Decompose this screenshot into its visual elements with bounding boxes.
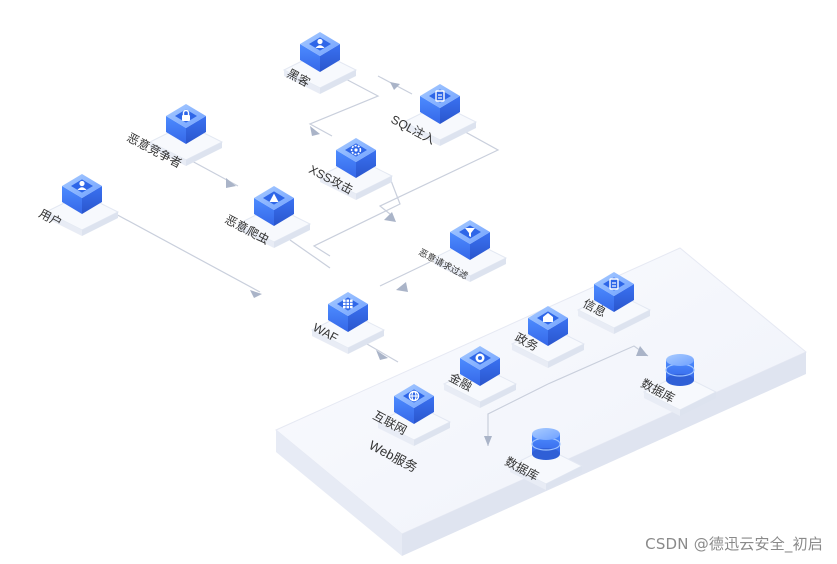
node-gov: 政务 <box>510 306 586 368</box>
node-finance: 金融 <box>442 346 518 408</box>
csdn-watermark: CSDN @德迅云安全_初启 <box>645 535 823 553</box>
filter-icon <box>465 228 475 237</box>
node-internet: 互联网 <box>371 384 452 446</box>
lock-icon <box>182 109 190 121</box>
document-icon <box>609 278 619 290</box>
arrow-waf-to-web <box>376 350 388 360</box>
arrow-sql-to-filter <box>384 212 396 222</box>
node-info: 信息 <box>576 272 652 334</box>
user-icon <box>315 38 325 48</box>
line-crawler-to-waf <box>289 239 331 269</box>
line-user-to-waf <box>111 211 261 293</box>
bug-icon <box>269 193 279 202</box>
arrow-to-db-right <box>636 346 648 356</box>
building-icon <box>543 313 553 322</box>
user-icon <box>77 180 87 190</box>
line-xss-to-waf <box>312 177 401 257</box>
node-malicious-crawler: 恶意爬虫 <box>223 186 312 248</box>
coin-icon <box>475 353 485 363</box>
arrow-to-sql <box>390 82 400 90</box>
document-icon <box>435 90 445 102</box>
node-sql-injection: SQL注入 <box>389 84 478 147</box>
arrow-to-waf-user <box>250 290 262 298</box>
web-service-platform <box>275 247 807 556</box>
globe-icon <box>408 390 420 402</box>
arrowheads <box>226 82 648 446</box>
node-user: 用户 <box>37 174 120 236</box>
line-filter-to-waf <box>379 261 431 287</box>
node-xss-attack: XSS攻击 <box>307 138 394 200</box>
line-web-to-db-bottom <box>487 383 549 446</box>
firewall-icon <box>343 299 353 309</box>
arrow-to-db-bottom <box>484 436 492 446</box>
node-waf: WAF <box>311 292 386 354</box>
line-sql-to-filter <box>378 117 500 215</box>
node-malicious-request-filter: 恶意请求过滤 <box>417 220 508 282</box>
node-database-right: 数据库 <box>639 354 718 416</box>
arrow-filter-to-waf <box>396 282 408 292</box>
gear-icon <box>350 144 362 156</box>
node-malicious-competitor: 恶意竞争者 <box>125 104 224 171</box>
arrow-to-crawler <box>226 178 236 188</box>
node-hacker: 黑客 <box>282 32 358 94</box>
line-hacker-to-sql <box>308 75 380 137</box>
arrow-to-xss <box>310 126 320 136</box>
